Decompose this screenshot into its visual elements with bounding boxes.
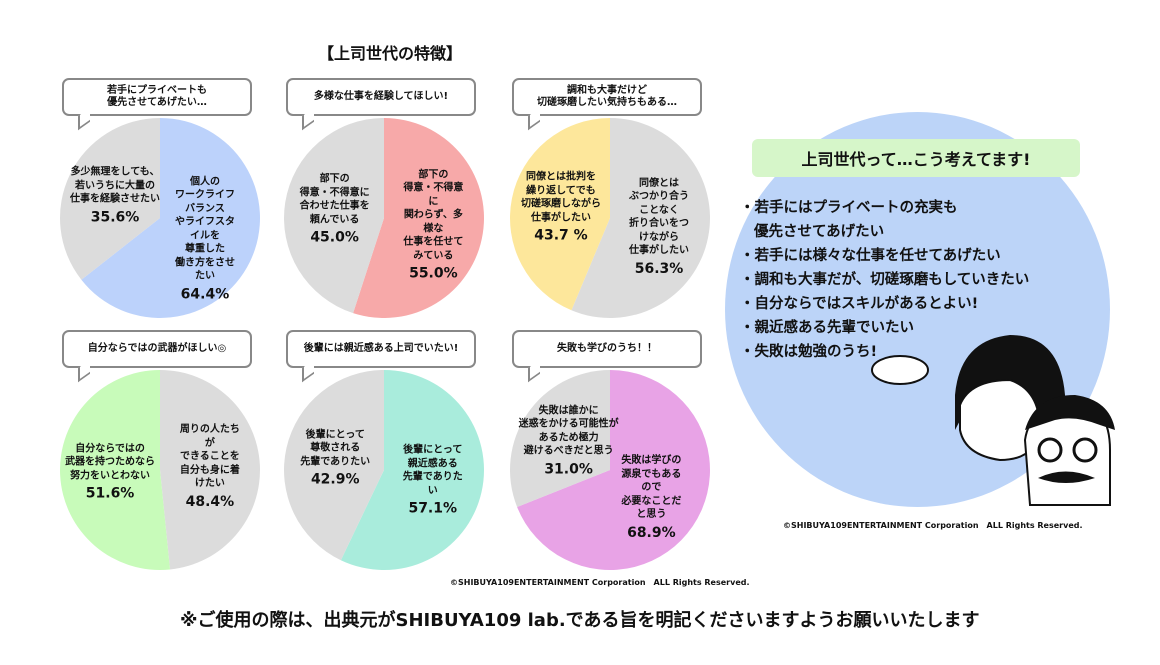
slice-value: 45.0% <box>310 229 359 246</box>
copyright-right: ©SHIBUYA109ENTERTAINMENT Corporation ALL… <box>783 521 1083 530</box>
summary-item: ・若手にはプライベートの充実も 優先させてあげたい <box>740 200 958 240</box>
summary-item: ・失敗は勉強のうち! <box>740 344 878 360</box>
slice-label: 失敗は誰かに 迷惑をかける可能性が あるため極力 避けるべきだと思う 31.0% <box>519 404 619 479</box>
slice-label: 後輩にとって 親近感ある 先輩でありたい 57.1% <box>402 444 463 519</box>
pie-chart-6: 失敗も学びのうち！！ 失敗は学びの 源泉でもあるので 必要なことだと思う 68.9%… <box>500 330 720 580</box>
slice-label: 部下の 得意・不得意に 関わらず、多様な 仕事を任せてみている 55.0% <box>403 168 464 283</box>
people-illustration <box>871 335 1115 506</box>
slice-label-text: 失敗は誰かに 迷惑をかける可能性が あるため極力 避けるべきだと思う <box>518 405 619 457</box>
pie-svg <box>284 118 484 318</box>
glasses-icon <box>1037 437 1063 463</box>
slice-label: 周りの人たちが できることを 自分も身に着けたい 48.4% <box>180 423 240 511</box>
slice-value: 48.4% <box>185 493 235 510</box>
summary-list: ・若手にはプライベートの充実も 優先させてあげたい ・若手には様々な仕事を任せて… <box>740 196 1029 364</box>
chart-title-bubble: 後輩には親近感ある上司でいたい! <box>286 330 476 368</box>
chart-title-bubble: 失敗も学びのうち！！ <box>512 330 702 368</box>
slice-label-text: 周りの人たちが できることを 自分も身に着けたい <box>179 424 240 490</box>
slice-label: 個人の ワークライフバランス やライフスタイルを 尊重した 働き方をさせたい 64… <box>172 175 237 304</box>
slice-value: 31.0% <box>544 461 593 478</box>
man-hair <box>1025 395 1115 430</box>
slice-label-text: 失敗は学びの 源泉でもあるので 必要なことだと思う <box>621 454 682 520</box>
pie-chart-2: 多様な仕事を経験してほしい! 部下の 得意・不得意に 関わらず、多様な 仕事を任せ… <box>274 78 494 328</box>
slice-label-text: 多少無理をしても、 若いうちに大量の 仕事を経験させたい <box>70 166 161 205</box>
slice-value: 56.3% <box>634 260 684 277</box>
pie-slice <box>284 118 384 314</box>
pie-svg <box>510 118 710 318</box>
slice-value: 57.1% <box>408 500 458 517</box>
slice-value: 43.7 % <box>534 227 588 244</box>
slice-label-text: 個人の ワークライフバランス やライフスタイルを 尊重した 働き方をさせたい <box>174 176 235 282</box>
slice-label-text: 部下の 得意・不得意に 関わらず、多様な 仕事を任せてみている <box>403 169 464 262</box>
slice-label-text: 同僚とは ぶつかり合うことなく 折り合いをつけながら 仕事がしたい <box>629 177 690 257</box>
slice-value: 55.0% <box>409 265 458 282</box>
slice-value: 51.6% <box>85 485 135 502</box>
pie-slice <box>59 118 160 280</box>
pie-slice <box>59 370 171 570</box>
slice-label: 自分ならではの 武器を持つためなら 努力をいとわない 51.6% <box>65 442 155 503</box>
slice-label-text: 後輩にとって 親近感ある 先輩でありたい <box>402 444 463 497</box>
summary-heading: 上司世代って…こう考えてます! <box>752 139 1080 177</box>
summary-item: ・自分ならではスキルがあるとよい! <box>740 296 979 312</box>
pie-chart-5: 後輩には親近感ある上司でいたい! 後輩にとって 親近感ある 先輩でありたい 57.1… <box>274 330 494 580</box>
usage-note: ※ご使用の際は、出典元がSHIBUYA109 lab.である旨を明記くださいます… <box>180 610 980 631</box>
pie-svg <box>59 118 260 318</box>
pie-slice <box>160 370 260 570</box>
slice-label: 後輩にとって 尊敬される 先輩でありたい 42.9% <box>300 428 370 489</box>
pie-slice <box>517 370 710 570</box>
slice-label: 失敗は学びの 源泉でもあるので 必要なことだと思う 68.9% <box>617 454 686 542</box>
slice-label: 部下の 得意・不得意に 合わせた仕事を 頼んでいる 45.0% <box>300 173 370 248</box>
chart-title-bubble: 若手にプライベートも 優先させてあげたい… <box>62 78 252 116</box>
chart-title-bubble: 自分ならではの武器がほしい◎ <box>62 330 252 368</box>
pie-slice <box>340 370 484 570</box>
copyright-left: ©SHIBUYA109ENTERTAINMENT Corporation ALL… <box>450 578 750 587</box>
slice-label: 同僚とは ぶつかり合うことなく 折り合いをつけながら 仕事がしたい 56.3% <box>629 177 690 279</box>
pie-chart-4: 自分ならではの武器がほしい◎ 周りの人たちが できることを 自分も身に着けたい 48… <box>50 330 270 580</box>
pie-svg <box>510 370 710 570</box>
slice-value: 42.9% <box>310 471 360 488</box>
slice-label-text: 後輩にとって 尊敬される 先輩でありたい <box>300 429 371 468</box>
slice-label-text: 部下の 得意・不得意に 合わせた仕事を 頼んでいる <box>299 173 370 226</box>
pie-slice <box>510 370 610 507</box>
slice-label-text: 同僚とは批判を 繰り返してでも 切磋琢磨しながら 仕事がしたい <box>520 171 601 224</box>
slice-label: 同僚とは批判を 繰り返してでも 切磋琢磨しながら 仕事がしたい 43.7 % <box>521 171 601 246</box>
pie-slice <box>81 118 260 318</box>
slice-label: 多少無理をしても、 若いうちに大量の 仕事を経験させたい 35.6% <box>70 165 160 226</box>
summary-item: ・若手には様々な仕事を任せてあげたい <box>740 248 1001 264</box>
page-title: 【上司世代の特徴】 <box>317 44 462 63</box>
slice-value: 35.6% <box>90 208 140 225</box>
slice-value: 68.9% <box>627 524 676 541</box>
pie-slice <box>284 370 384 561</box>
pie-chart-1: 若手にプライベートも 優先させてあげたい… 個人の ワークライフバランス やライフ… <box>50 78 270 328</box>
chart-title-bubble: 多様な仕事を経験してほしい! <box>286 78 476 116</box>
slice-value: 64.4% <box>180 286 230 303</box>
pie-slice <box>571 118 710 318</box>
summary-item: ・親近感ある先輩でいたい <box>740 320 914 336</box>
mustache <box>1038 471 1095 483</box>
summary-item: ・調和も大事だが、切磋琢磨もしていきたい <box>740 272 1030 288</box>
slice-label-text: 自分ならではの 武器を持つためなら 努力をいとわない <box>65 442 156 481</box>
thought-cloud-icon <box>871 355 929 385</box>
chart-title-bubble: 調和も大事だけど 切磋琢磨したい気持ちもある… <box>512 78 702 116</box>
pie-svg <box>284 370 484 570</box>
pie-svg <box>59 370 260 570</box>
pie-slice <box>353 118 484 318</box>
pie-slice <box>510 118 610 311</box>
pie-chart-3: 調和も大事だけど 切磋琢磨したい気持ちもある… 同僚とは ぶつかり合うことなく 折… <box>500 78 720 328</box>
